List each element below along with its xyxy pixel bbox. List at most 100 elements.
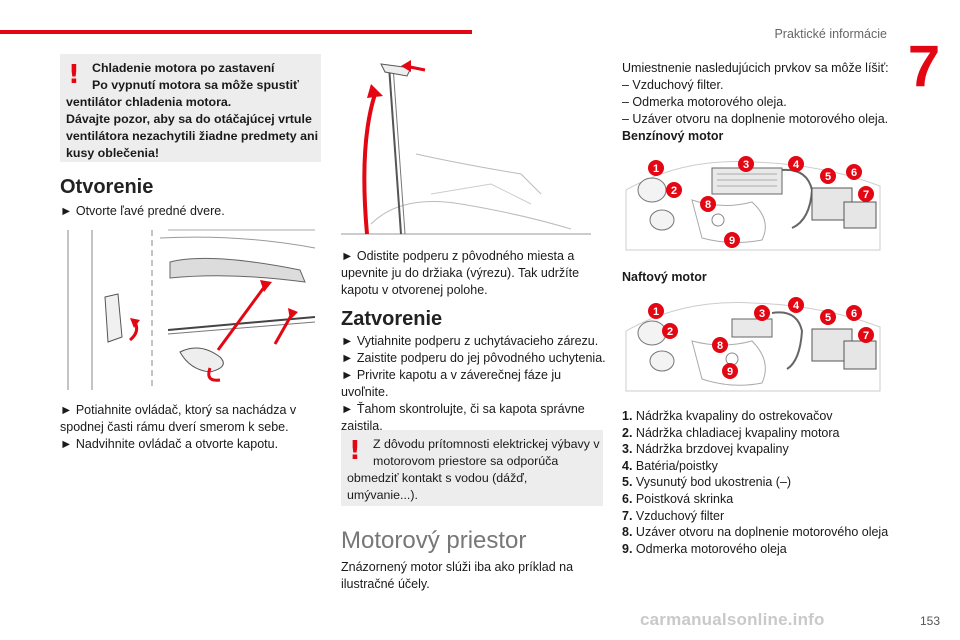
- location-item: – Uzáver otvoru na doplnenie motorového …: [622, 112, 889, 126]
- legend-item: 3. Nádržka brzdovej kvapaliny: [622, 441, 789, 458]
- legend-text: Poistková skrinka: [632, 492, 734, 506]
- chapter-number: 7: [907, 34, 941, 99]
- warning-line: Dávajte pozor, aby sa do otáčajúcej vrtu…: [66, 112, 312, 126]
- callout-badge: [648, 160, 664, 176]
- legend-number: 3.: [622, 442, 633, 457]
- legend-number: 2.: [622, 425, 633, 440]
- callout-number: 8: [717, 340, 723, 352]
- location-item: – Odmerka motorového oleja.: [622, 95, 787, 109]
- legend-text: Odmerka motorového oleja: [632, 541, 787, 556]
- closing-step-4-cont: zaistila.: [341, 419, 383, 433]
- warning-line: obmedziť kontakt s vodou (dážď,: [347, 471, 528, 485]
- callout-badge: [846, 164, 862, 180]
- petrol-engine-title: Benzínový motor: [622, 129, 724, 143]
- diesel-engine-title: Naftový motor: [622, 270, 707, 284]
- warning-line: umývanie...).: [347, 488, 418, 502]
- locations-intro: Umiestnenie nasledujúcich prvkov sa môže…: [622, 61, 889, 75]
- warning-line: Z dôvodu prítomnosti elektrickej výbavy …: [373, 437, 600, 451]
- callout-badge: [846, 305, 862, 321]
- callout-number: 8: [705, 199, 711, 211]
- callout-number: 2: [667, 326, 673, 338]
- legend-text: Vysunutý bod ukostrenia (–): [632, 475, 792, 490]
- callout-badge: [700, 196, 716, 212]
- legend-text: Nádržka kvapaliny do ostrekovačov: [632, 409, 833, 423]
- legend-text: Nádržka chladiacej kvapaliny motora: [632, 425, 840, 440]
- closing-step-3-cont: uvoľnite.: [341, 385, 389, 399]
- callout-badge: [858, 327, 874, 343]
- page-number: 153: [919, 614, 940, 628]
- callout-badge: [858, 186, 874, 202]
- callout-number: 5: [825, 171, 831, 183]
- callout-badge: [820, 309, 836, 325]
- warning-line: kusy oblečenia!: [66, 146, 159, 160]
- opening-step-3: ► Nadvihnite ovládač a otvorte kapotu.: [60, 437, 279, 451]
- closing-step-1: ► Vytiahnite podperu z uchytávacieho zár…: [341, 334, 599, 348]
- callout-number: 3: [759, 308, 765, 320]
- callout-badge: [712, 337, 728, 353]
- callout-badge: [754, 305, 770, 321]
- callout-badge: [820, 168, 836, 184]
- legend-item: 4. Batéria/poistky: [622, 458, 718, 475]
- legend-text: Batéria/poistky: [632, 458, 718, 473]
- legend-number: 7.: [622, 508, 633, 523]
- callout-number: 9: [727, 366, 733, 378]
- callout-number: 4: [793, 300, 800, 312]
- opening-step-1: ► Otvorte ľavé predné dvere.: [60, 204, 225, 218]
- legend-text: Nádržka brzdovej kvapaliny: [632, 442, 789, 457]
- callout-number: 7: [863, 189, 869, 201]
- closing-step-2: ► Zaistite podperu do jej pôvodného uchy…: [341, 351, 606, 365]
- opening-step-2: ► Potiahnite ovládač, ktorý sa nachádza …: [60, 403, 297, 417]
- engine-note: Znázornený motor slúži iba ako príklad n…: [341, 560, 574, 574]
- legend-number: 5.: [622, 475, 633, 490]
- callout-badge: [662, 323, 678, 339]
- hood-release-illustration: [60, 222, 321, 394]
- legend-item: 6. Poistková skrinka: [622, 491, 733, 508]
- legend-item: 7. Vzduchový filter: [622, 508, 724, 525]
- warning-line: motorovom priestore sa odporúča: [373, 454, 559, 468]
- legend-item: 8. Uzáver otvoru na doplnenie motorového…: [622, 524, 888, 541]
- section-title: Praktické informácie: [774, 27, 887, 41]
- closing-step-3: ► Privrite kapotu a v záverečnej fáze ju: [341, 368, 562, 382]
- opening-step-4-cont: upevnite ju do držiaka (výrezu). Tak udr…: [341, 266, 580, 280]
- callout-number: 6: [851, 167, 857, 179]
- callout-badge: [738, 156, 754, 172]
- callout-badge: [722, 363, 738, 379]
- callout-badge: [788, 156, 804, 172]
- warning-line: Po vypnutí motora sa môže spustiť: [92, 78, 299, 92]
- callout-badge: [666, 182, 682, 198]
- legend-item: 1. Nádržka kvapaliny do ostrekovačov: [622, 408, 833, 425]
- legend-number: 1.: [622, 409, 633, 423]
- callout-number: 2: [671, 185, 677, 197]
- legend-number: 8.: [622, 525, 633, 540]
- warning-icon: !: [349, 436, 361, 466]
- callout-number: 3: [743, 159, 749, 171]
- callout-number: 1: [653, 306, 659, 318]
- opening-step-4: ► Odistite podperu z pôvodného miesta a: [341, 249, 575, 263]
- opening-step-2-cont: spodnej časti rámu dverí smerom k sebe.: [60, 420, 289, 434]
- hood-prop-illustration: [341, 54, 602, 240]
- legend-number: 9.: [622, 541, 633, 556]
- callout-number: 5: [825, 312, 831, 324]
- callout-badge: [724, 232, 740, 248]
- callout-number: 1: [653, 163, 659, 175]
- closing-step-4: ► Ťahom skontrolujte, či sa kapota správ…: [341, 402, 585, 416]
- callout-number: 9: [729, 235, 735, 247]
- watermark: carmanualsonline.info: [640, 610, 825, 629]
- heading-opening: Otvorenie: [60, 176, 154, 198]
- warning-line: Chladenie motora po zastavení: [92, 61, 275, 75]
- engine-note-cont: ilustračné účely.: [341, 577, 430, 591]
- heading-engine-bay: Motorový priestor: [341, 527, 527, 554]
- header-accent-bar: [0, 30, 472, 34]
- legend-item: 2. Nádržka chladiacej kvapaliny motora: [622, 425, 839, 442]
- location-item: – Vzduchový filter.: [622, 78, 724, 92]
- legend-item: 9. Odmerka motorového oleja: [622, 541, 787, 558]
- callout-badge: [648, 303, 664, 319]
- heading-closing: Zatvorenie: [341, 308, 443, 330]
- legend-text: Vzduchový filter: [632, 508, 725, 523]
- callout-number: 7: [863, 330, 869, 342]
- callout-badge: [788, 297, 804, 313]
- warning-box-water: ! Z dôvodu prítomnosti elektrickej výbav…: [341, 430, 603, 506]
- warning-icon: !: [68, 60, 80, 90]
